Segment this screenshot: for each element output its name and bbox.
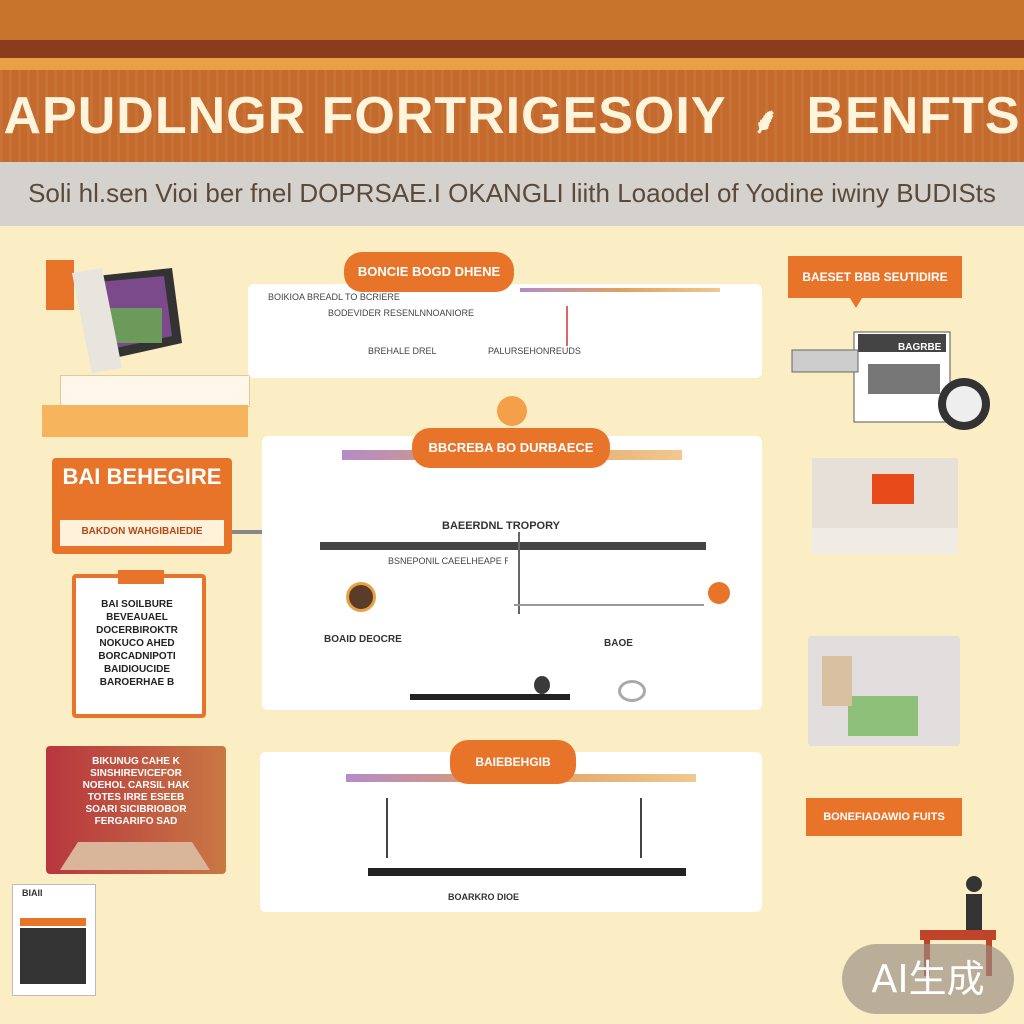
- panel3-base-bar: [368, 868, 686, 876]
- left-red-card-text: BIKUNUG CAHE K SINSHIREVICEFOR NOEHOL CA…: [54, 756, 218, 828]
- header-stripe-dark: [0, 40, 1024, 58]
- right-photo-market: [808, 636, 960, 746]
- panel1-color-bar: [520, 288, 720, 292]
- panel1-divider: [566, 306, 568, 346]
- device-illustration: [72, 268, 182, 373]
- panel2-badge-icon: [618, 680, 646, 702]
- left-orange-card-bar: [60, 520, 224, 546]
- left-orange-card-heading: BAI BEHEGIRE: [62, 464, 222, 489]
- photo-screen: [872, 474, 914, 504]
- note-line: BAROERHAE B: [99, 677, 175, 688]
- right-label-top-tail: [850, 298, 862, 308]
- red-card-line: FERGARIFO SAD: [94, 816, 178, 827]
- panel2-avatar-icon: [346, 582, 376, 612]
- ai-generated-badge: AI生成: [842, 944, 1014, 1014]
- title-glyph-icon: ⸙: [741, 100, 792, 141]
- panel2-skyline-base: [410, 694, 570, 700]
- left-booklet-label: BIAII: [22, 888, 43, 898]
- red-card-line: SOARI SICIBRIOBOR: [85, 804, 187, 815]
- panel2-subtext: BSNEPONIL CAEELHEAPE RCROKE: [388, 556, 508, 566]
- panel2-heading-pill: BBCREBA BO DURBAECE: [412, 428, 610, 468]
- page-title: APUDLNGR FORTRIGESOIY ⸙ BENFTS: [0, 86, 1024, 146]
- panel1-text-line: PALURSEHONREUDS: [488, 346, 581, 356]
- panel1-heading-pill: BONCIE BOGD DHENE: [344, 252, 514, 292]
- left-note-tab: [118, 570, 164, 584]
- panel3-caption: BOARKRO DIOE: [448, 892, 520, 902]
- left-shelf: [42, 405, 248, 437]
- panel3-heading-pill: BAIEBEHGIB: [450, 740, 576, 784]
- red-card-line: NOEHOL CARSIL HAK: [82, 780, 190, 791]
- left-orange-tab: [46, 260, 74, 310]
- note-line: BAIDIOUCIDE: [103, 664, 171, 675]
- photo-person: [822, 656, 852, 706]
- header-stripe-light: [0, 58, 1024, 70]
- device-base: [60, 375, 250, 407]
- header-stripe-top: [0, 0, 1024, 40]
- note-line: DOCERBIROKTR: [96, 625, 178, 636]
- note-line: BEVEAUAEL: [106, 612, 168, 623]
- panel3-pillar-left: [386, 798, 388, 858]
- panel1-text-line: BREHALE DREL: [368, 346, 437, 356]
- connector-circle-icon: [497, 396, 527, 426]
- right-label-bottom: BONEFIADAWIO FUITS: [806, 798, 962, 836]
- red-card-line: TOTES IRRE ESEEB: [87, 792, 185, 803]
- machine-illustration: [791, 331, 990, 430]
- note-line: BAI SOILBURE: [101, 599, 173, 610]
- note-line: BORCADNIPOTI: [98, 651, 176, 662]
- panel1-text-line: BODEVIDER RESENLNNOANIORE: [328, 308, 475, 318]
- left-red-card-floor: [60, 842, 210, 870]
- panel2-orange-dot-icon: [708, 582, 730, 604]
- page-subtitle: Soli hl.sen Vioi ber fnel DOPRSAE.I OKAN…: [28, 178, 996, 208]
- note-line: NOKUCO AHED: [99, 638, 175, 649]
- panel2-lower-rule: [514, 604, 704, 606]
- center-panel-middle: BAEERDNL TROPORY BSNEPONIL CAEELHEAPE RC…: [262, 436, 762, 710]
- photo-stall: [848, 696, 918, 736]
- page-title-suffix: BENFTS: [806, 87, 1021, 145]
- panel2-skyline-dome-icon: [534, 676, 550, 694]
- subtitle-band: [0, 162, 1024, 226]
- panel2-caption-left: BOAID DEOCRE: [324, 634, 402, 645]
- left-note-card: [72, 574, 206, 718]
- left-orange-card-subtitle: BAKDON WAHGIBAIEDIE: [81, 526, 203, 537]
- page-title-main: APUDLNGR FORTRIGESOIY: [3, 87, 726, 145]
- panel3-pillar-right: [640, 798, 642, 858]
- center-panel-top: BOIKIOA BREADL TO BCRIERE BODEVIDER RESE…: [248, 284, 762, 378]
- panel2-heading: BAEERDNL TROPORY: [442, 520, 560, 532]
- machine-label: BAGRBE: [898, 342, 942, 353]
- panel2-vertical-divider: [518, 532, 520, 614]
- booklet-image: [20, 928, 86, 984]
- left-connector-line: [232, 530, 262, 534]
- photo-floor: [812, 528, 958, 554]
- booklet-accent-bar: [20, 918, 86, 926]
- panel2-caption-right: BAOE: [604, 638, 633, 649]
- title-band: [0, 70, 1024, 162]
- right-photo-workshop: [812, 458, 958, 554]
- panel2-axis-bar: [320, 542, 706, 550]
- red-card-line: BIKUNUG CAHE K SINSHIREVICEFOR: [90, 756, 182, 779]
- right-label-top: BAESET BBB SEUTIDIRE: [788, 256, 962, 298]
- left-note-text: BAI SOILBURE BEVEAUAEL DOCERBIROKTR NOKU…: [82, 598, 192, 689]
- panel1-text-line: BOIKIOA BREADL TO BCRIERE: [268, 292, 400, 302]
